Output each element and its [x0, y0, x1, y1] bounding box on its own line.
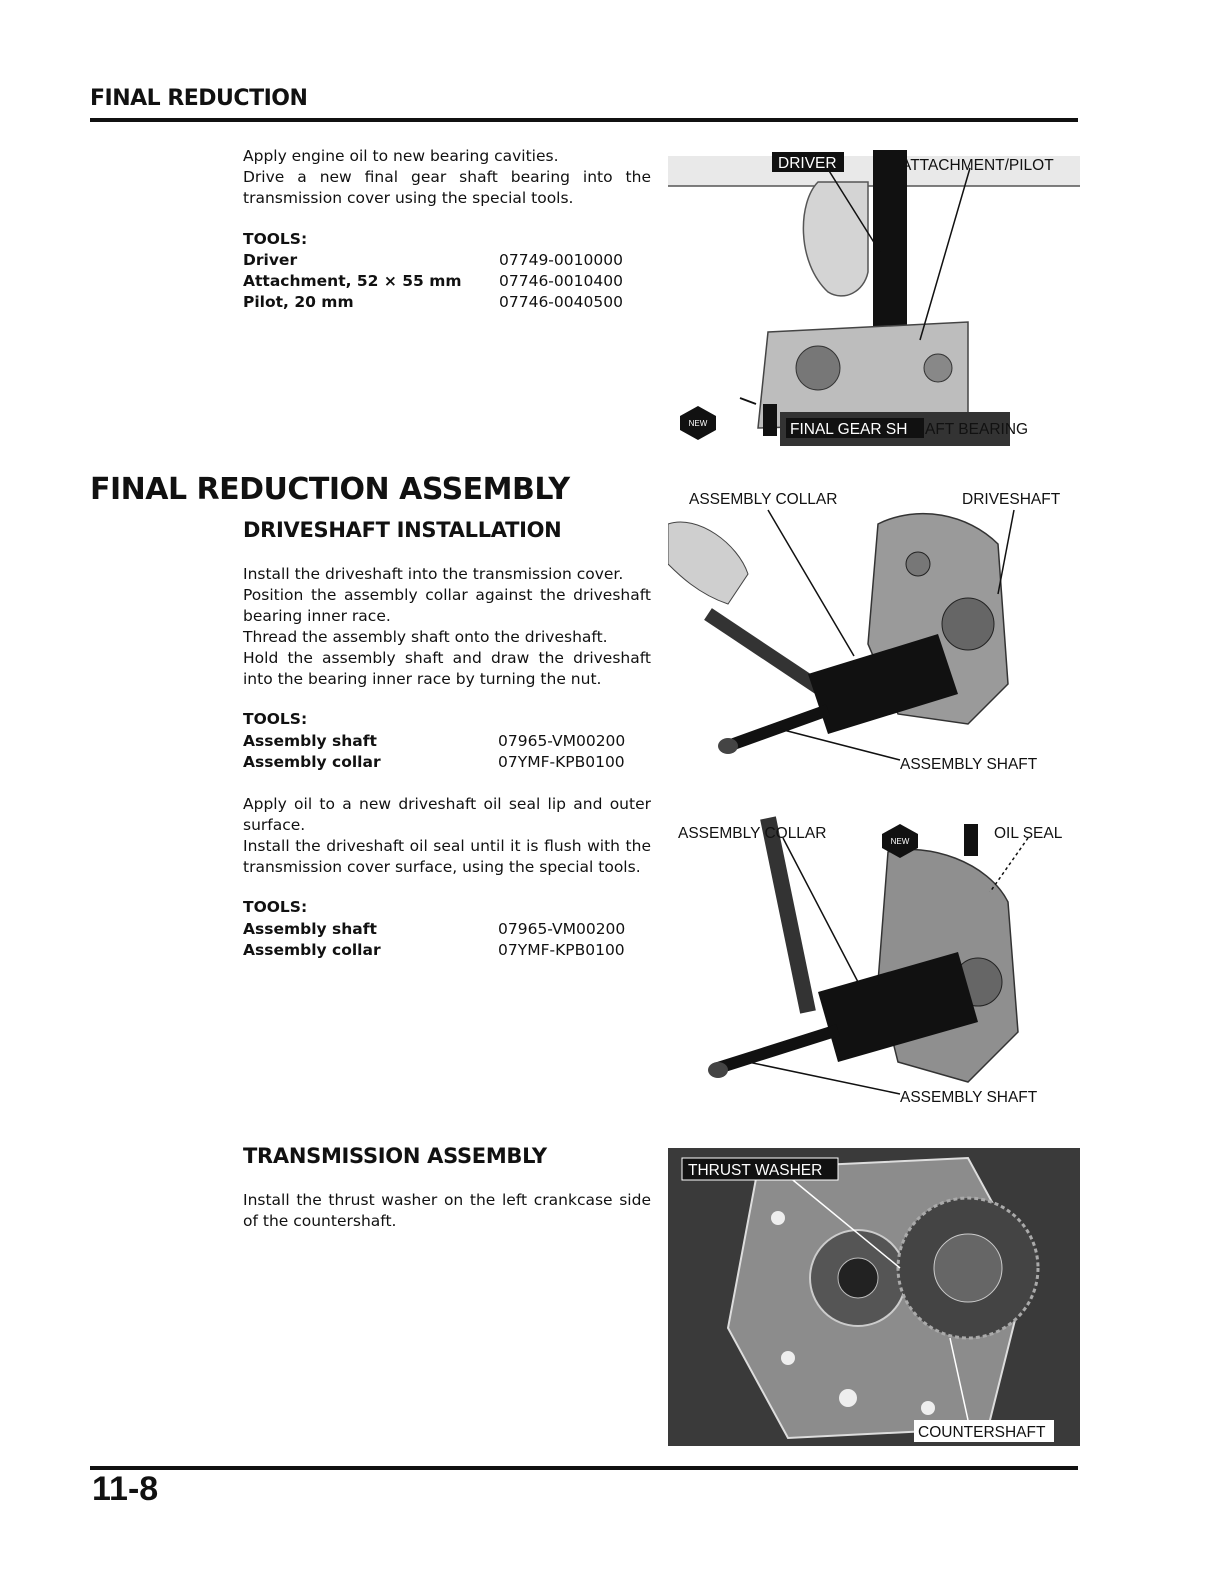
new-badge-text: NEW [689, 419, 708, 428]
new-badge: NEW [680, 406, 716, 440]
bearing-driver-figure: NEW DRIVER ATTACHMENT/PILOT FINAL GEAR S… [668, 142, 1080, 446]
oil-seal-instructions: Apply oil to a new driveshaft oil seal l… [243, 794, 651, 878]
instruction-line: Install the driveshaft into the transmis… [243, 565, 624, 583]
instruction-line: Install the driveshaft oil seal until it… [243, 837, 651, 876]
oil-seal-figure: NEW ASSEMBLY COLLAR OIL SEAL ASSEMBLY SH… [668, 812, 1080, 1112]
tool-name: Assembly collar [243, 941, 381, 959]
tools-label: TOOLS: [243, 898, 308, 916]
tools-list: Assembly shaft 07965-VM00200 Assembly co… [243, 731, 643, 775]
page-header-title: FINAL REDUCTION [90, 86, 308, 111]
footer-rule [90, 1466, 1078, 1470]
tools-list: Assembly shaft 07965-VM00200 Assembly co… [243, 919, 643, 963]
assembly-collar-label: ASSEMBLY COLLAR [678, 825, 826, 842]
thrust-washer-label: THRUST WASHER [688, 1162, 822, 1179]
instruction-line: Install the thrust washer on the left cr… [243, 1191, 651, 1230]
transmission-instructions: Install the thrust washer on the left cr… [243, 1190, 651, 1232]
driveshaft-instructions: Install the driveshaft into the transmis… [243, 564, 651, 690]
transmission-assembly-heading: TRANSMISSION ASSEMBLY [243, 1144, 547, 1168]
attachment-pilot-label: ATTACHMENT/PILOT [901, 157, 1054, 174]
driver-label: DRIVER [778, 155, 837, 172]
oil-can-icon [763, 404, 777, 436]
page-number: 11-8 [92, 1470, 159, 1508]
instruction-line: Hold the assembly shaft and draw the dri… [243, 649, 651, 688]
assembly-shaft-label: ASSEMBLY SHAFT [900, 756, 1038, 773]
instruction-line: Apply engine oil to new bearing cavities… [243, 147, 559, 165]
tool-number: 07YMF-KPB0100 [498, 753, 625, 771]
tool-number: 07965-VM00200 [498, 732, 626, 750]
tool-name: Attachment, 52 × 55 mm [243, 272, 462, 290]
driveshaft-installation-figure: ASSEMBLY COLLAR DRIVESHAFT ASSEMBLY SHAF… [668, 484, 1080, 780]
oil-seal-label: OIL SEAL [994, 825, 1063, 842]
tool-number: 07965-VM00200 [498, 920, 626, 938]
countershaft-label: COUNTERSHAFT [918, 1424, 1046, 1441]
instruction-line: Position the assembly collar against the… [243, 586, 651, 625]
tools-list: Driver 07749-0010000 Attachment, 52 × 55… [243, 250, 643, 316]
bearing-label-part: FINAL GEAR SH [790, 421, 907, 438]
header-rule [90, 118, 1078, 122]
bearing-instructions: Apply engine oil to new bearing cavities… [243, 146, 651, 209]
tool-number: 07746-0040500 [499, 293, 623, 311]
tools-label: TOOLS: [243, 230, 308, 248]
section-title: FINAL REDUCTION ASSEMBLY [90, 472, 570, 507]
tool-number: 07746-0010400 [499, 272, 623, 290]
assembly-shaft-label: ASSEMBLY SHAFT [900, 1089, 1038, 1106]
tool-name: Pilot, 20 mm [243, 293, 354, 311]
tools-label: TOOLS: [243, 710, 308, 728]
tool-name: Assembly shaft [243, 732, 377, 750]
instruction-line: Drive a new final gear shaft bearing int… [243, 168, 651, 207]
driveshaft-label: DRIVESHAFT [962, 491, 1061, 508]
instruction-line: Apply oil to a new driveshaft oil seal l… [243, 795, 651, 834]
tool-name: Driver [243, 251, 298, 269]
assembly-collar-label: ASSEMBLY COLLAR [689, 491, 837, 508]
tool-name: Assembly shaft [243, 920, 377, 938]
bearing-label-rest: AFT BEARING [925, 421, 1028, 438]
thrust-washer-figure: THRUST WASHER COUNTERSHAFT [668, 1148, 1080, 1446]
tool-number: 07YMF-KPB0100 [498, 941, 625, 959]
new-badge: NEW [882, 824, 918, 858]
instruction-line: Thread the assembly shaft onto the drive… [243, 628, 608, 646]
new-badge-text: NEW [891, 837, 910, 846]
oil-can-icon [964, 824, 978, 856]
tool-number: 07749-0010000 [499, 251, 623, 269]
driveshaft-installation-heading: DRIVESHAFT INSTALLATION [243, 518, 562, 542]
tool-name: Assembly collar [243, 753, 381, 771]
